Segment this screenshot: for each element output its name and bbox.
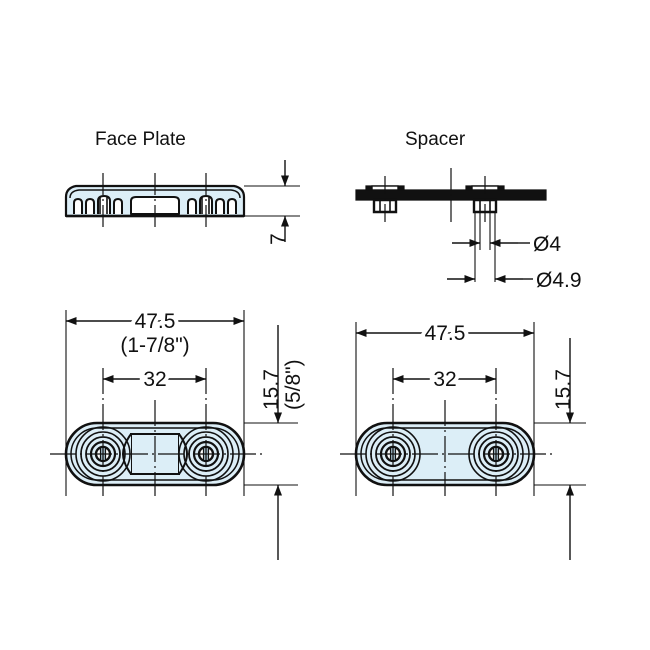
face-plate-hole-spacing-dimension: 32 32 — [103, 364, 206, 395]
spacer-hole-spacing-value-halo: 32 — [433, 368, 456, 391]
face-plate-title: Face Plate — [95, 129, 186, 150]
spacer-hole-spacing-value: 32 — [433, 368, 456, 391]
face-plate-width-dimension: 15.7 (5/8") — [244, 325, 305, 560]
length-value-halo: 47.5 — [135, 310, 176, 333]
spacer-title: Spacer — [405, 129, 466, 150]
spacer-hole-spacing-dimension: 32 32 — [393, 364, 496, 395]
spacer-plan-extension-lines — [355, 322, 535, 496]
face-plate-side-view — [64, 173, 246, 231]
face-plate-left-ribs — [73, 194, 123, 214]
face-plate-length-dimension: 47.5 47.5 (1-7/8") — [66, 306, 244, 357]
spacer-side-view — [355, 168, 547, 222]
spacer-length-value: 47.5 — [425, 322, 466, 345]
face-plate-plan-view — [50, 421, 262, 487]
pin-small-diameter-dimension: Ø4 — [452, 233, 561, 256]
spacer-length-value-halo: 47.5 — [425, 322, 466, 345]
spacer-width-value: 15.7 — [552, 369, 575, 410]
face-plate-plan-extension-lines — [65, 310, 245, 496]
pin-large-diameter-dimension: Ø4.9 — [447, 269, 582, 292]
face-plate-hole-spacing-value: 32 — [143, 368, 166, 391]
hole-spacing-value-halo: 32 — [143, 368, 166, 391]
spacer-plan-view — [340, 421, 552, 487]
pin-large-diameter-value: Ø4.9 — [536, 269, 582, 292]
pin-small-diameter-value: Ø4 — [533, 233, 561, 256]
face-plate-length-imperial-value: (1-7/8") — [120, 334, 189, 357]
face-plate-length-value: 47.5 — [135, 310, 176, 333]
spacer-length-dimension: 47.5 47.5 — [356, 318, 534, 349]
face-plate-width-value: 15.7 — [260, 369, 283, 410]
thickness-value-7: 7 — [267, 233, 290, 245]
spacer-width-dimension: 15.7 — [534, 338, 586, 560]
face-plate-thickness-dimension: 7 — [244, 160, 300, 245]
face-plate-width-imperial-value: (5/8") — [282, 359, 305, 410]
